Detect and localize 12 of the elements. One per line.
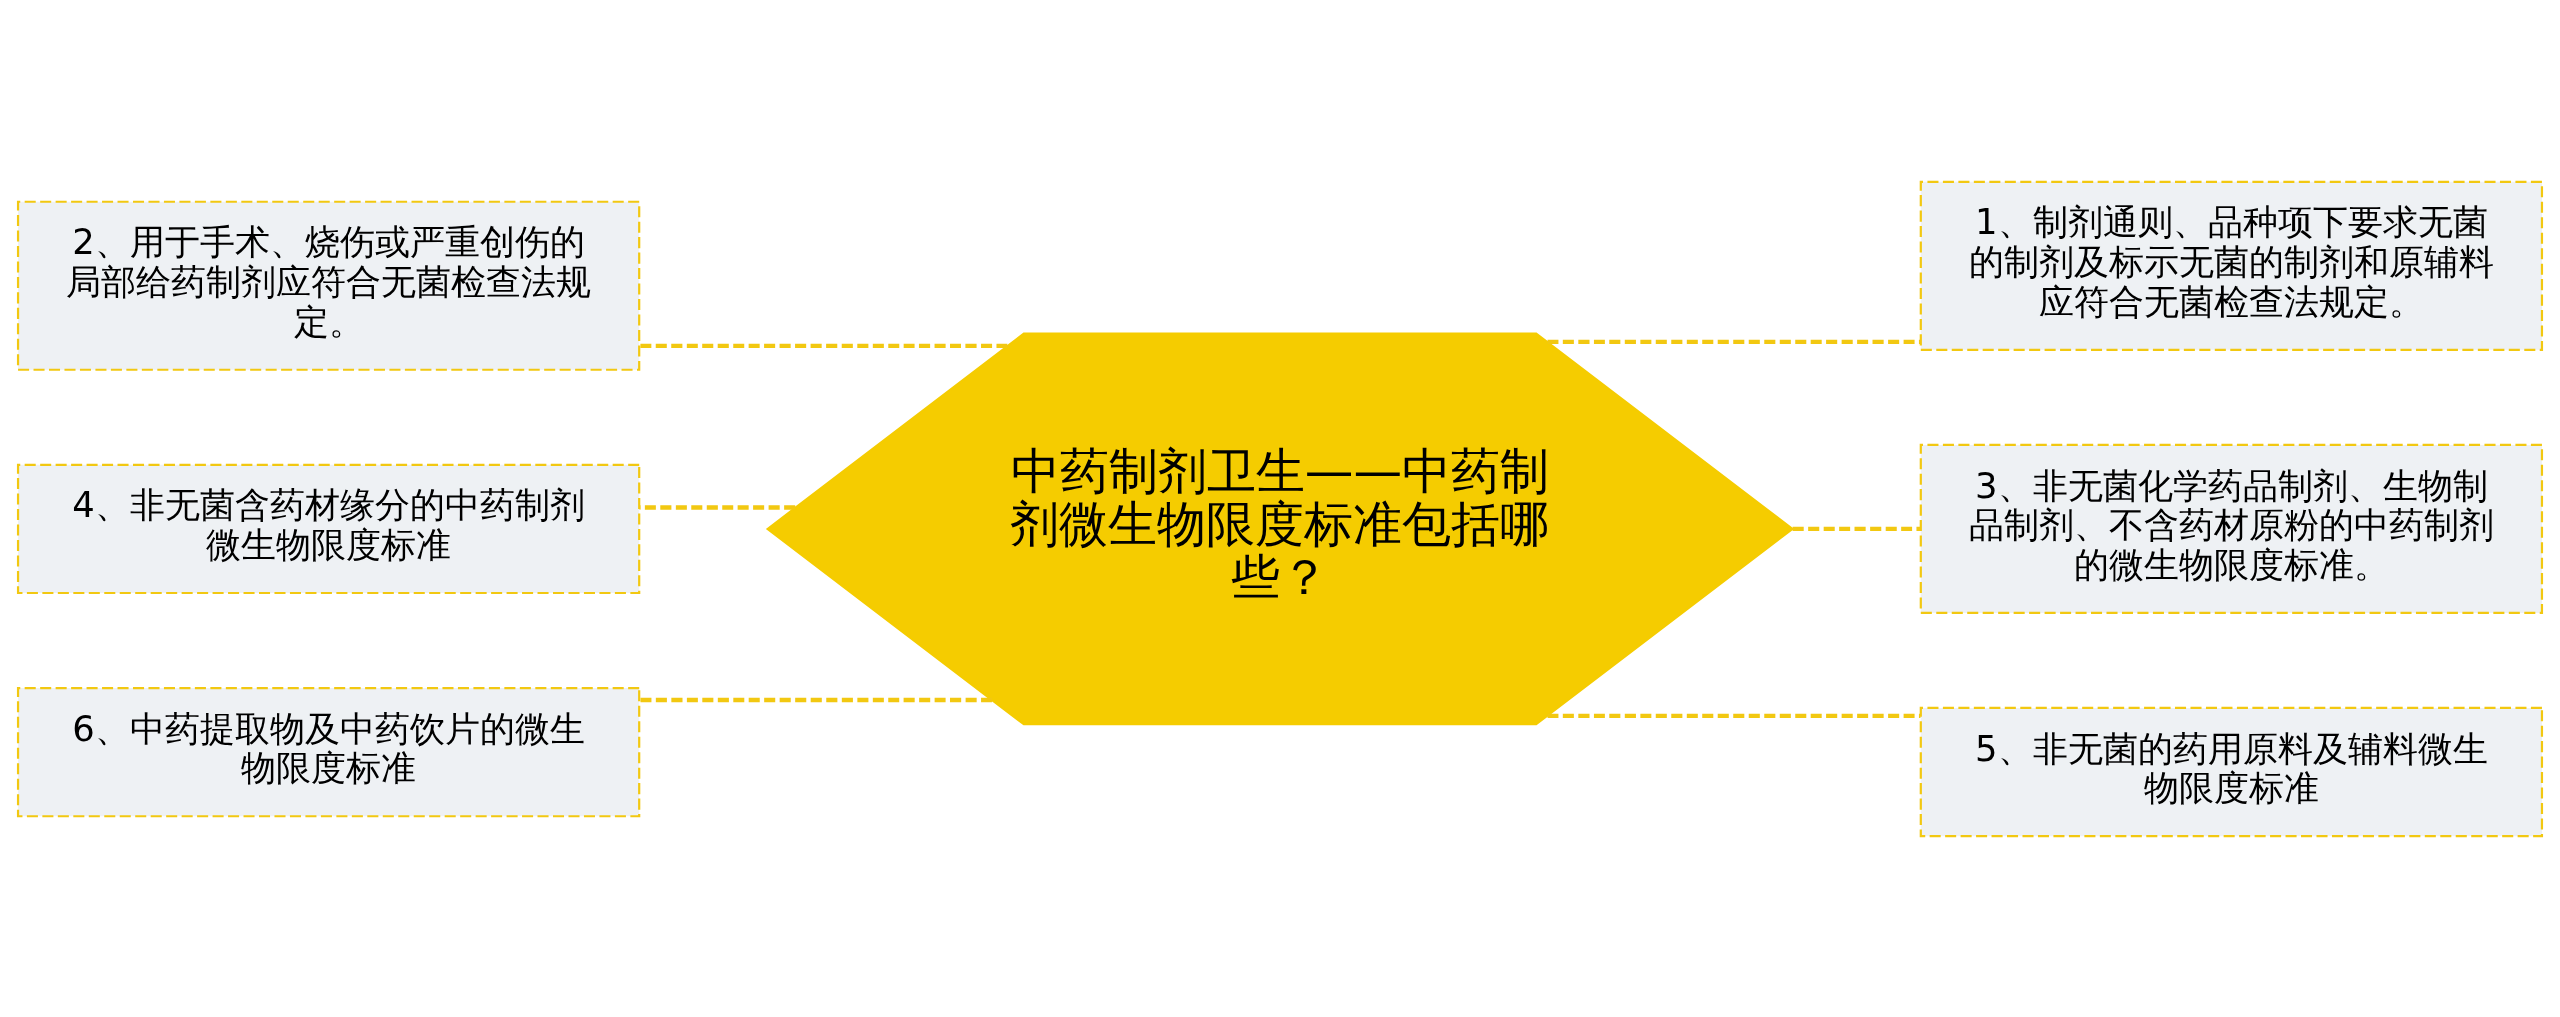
node-box: 1、制剂通则、品种项下要求无菌的制剂及标示无菌的制剂和原辅料应符合无菌检查法规定。 [1919, 180, 2544, 351]
connector [639, 697, 992, 702]
node-box: 5、非无菌的药用原料及辅料微生物限度标准 [1919, 706, 2544, 837]
connector [639, 343, 1008, 348]
node-box: 3、非无菌化学药品制剂、生物制品制剂、不含药材原粉的中药制剂的微生物限度标准。 [1919, 443, 2544, 614]
node-box: 2、用于手术、烧伤或严重创伤的局部给药制剂应符合无菌检查法规定。 [16, 200, 641, 371]
node-box: 4、非无菌含药材缘分的中药制剂微生物限度标准 [16, 463, 641, 594]
connector [1547, 713, 1921, 718]
connector [1792, 526, 1921, 531]
connector [1547, 339, 1921, 344]
connector [639, 504, 796, 510]
node-box: 6、中药提取物及中药饮片的微生物限度标准 [16, 686, 641, 817]
